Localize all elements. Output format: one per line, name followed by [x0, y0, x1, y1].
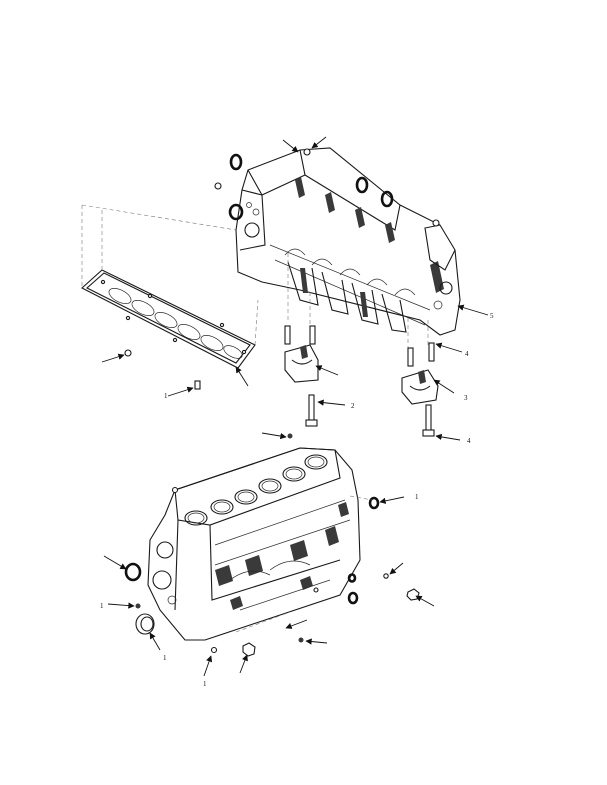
o-ring-seals-lower — [124, 496, 380, 605]
callout-1: 5 — [490, 312, 494, 320]
callout-2: 4 — [465, 350, 469, 358]
callout-8: 1 — [100, 602, 104, 610]
gasket — [81, 269, 256, 369]
callout-6: 1 — [164, 392, 168, 400]
callout-labels: 5 4 2 3 4 1 1 1 1 1 — [100, 312, 494, 688]
callout-9: 1 — [163, 654, 167, 662]
callout-4: 3 — [464, 394, 468, 402]
leader-arrows — [101, 136, 489, 677]
bearing-cap-bolts — [124, 325, 435, 437]
bedplate-assembly — [214, 147, 461, 336]
callout-10: 1 — [203, 680, 207, 688]
main-bearing-cap-left — [284, 344, 319, 383]
o-ring-seals-upper — [228, 153, 394, 221]
guide-line-lower — [349, 495, 373, 501]
callout-5: 4 — [467, 437, 471, 445]
callout-7: 1 — [415, 493, 419, 501]
cylinder-block — [147, 447, 361, 641]
guide-line-lower-2 — [235, 611, 291, 633]
main-bearing-cap-right — [401, 369, 439, 405]
callout-3: 2 — [351, 402, 355, 410]
plugs-and-seals — [135, 433, 420, 657]
